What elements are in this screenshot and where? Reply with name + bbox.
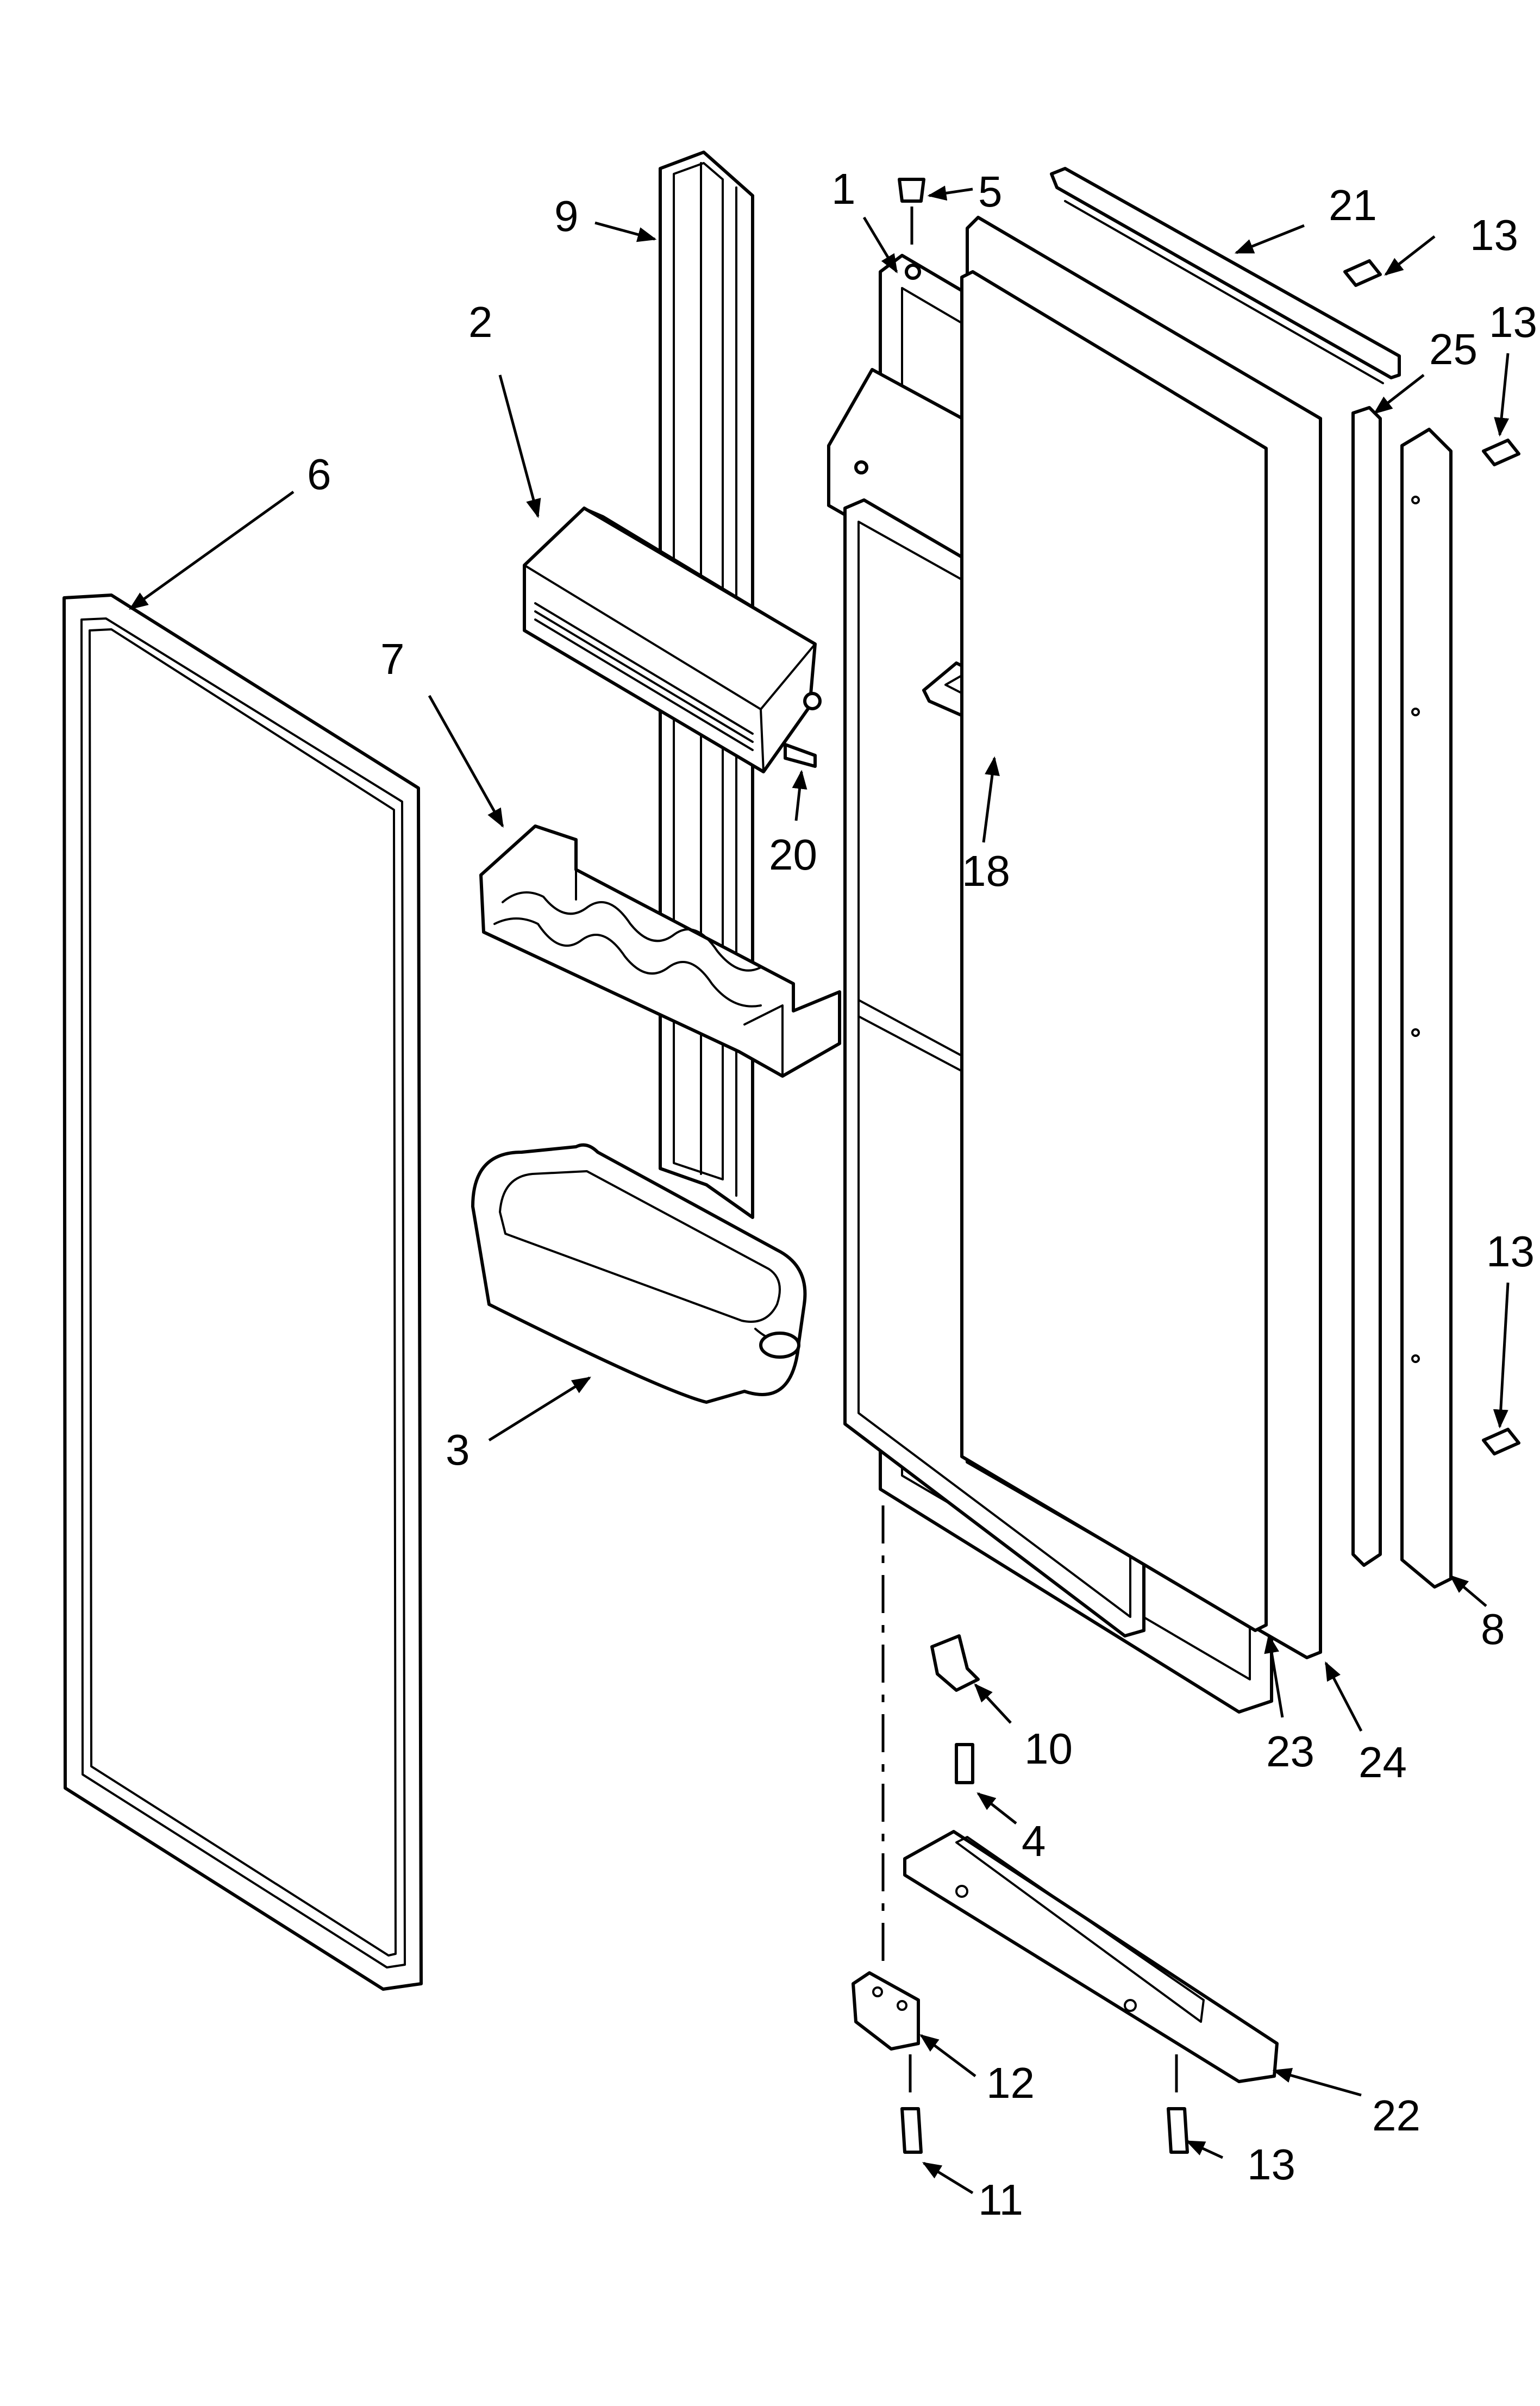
door-gasket-part: [62, 593, 423, 1991]
callout-25: 25: [1429, 325, 1478, 373]
side-trim-part: [1400, 428, 1453, 1589]
dairy-bin-part: [523, 507, 822, 773]
callout-21: 21: [1329, 181, 1377, 229]
screw-5: [898, 178, 925, 255]
bottom-bracket-part: [903, 1830, 1279, 2083]
callout-20: 20: [769, 830, 817, 879]
callout-7: 7: [380, 635, 405, 683]
callout-13a: 13: [1470, 211, 1518, 259]
callout-6: 6: [307, 450, 331, 498]
callout-10: 10: [1024, 1724, 1073, 1773]
can-shelf-part: [479, 824, 841, 1078]
screw-11: [900, 2107, 923, 2154]
screw-13b: [1482, 439, 1520, 466]
callout-18: 18: [962, 847, 1010, 895]
callout-2: 2: [468, 298, 493, 346]
callout-12: 12: [986, 2059, 1035, 2107]
callout-24: 24: [1359, 1738, 1407, 1786]
lower-bin-part: [471, 1143, 807, 1404]
strip-part: [1351, 406, 1382, 1567]
callout-13d: 13: [1247, 2140, 1295, 2189]
hinge-pin-part: [930, 1634, 980, 1692]
callout-5: 5: [978, 167, 1003, 216]
callout-13c: 13: [1486, 1227, 1535, 1276]
callout-23: 23: [1266, 1727, 1314, 1776]
screw-13a: [1343, 259, 1382, 287]
pin-part: [784, 743, 817, 768]
callout-9: 9: [554, 192, 579, 240]
callout-11: 11: [978, 2176, 1023, 2224]
callout-8: 8: [1481, 1605, 1505, 1653]
callout-22: 22: [1372, 2091, 1420, 2140]
screw-13d: [1167, 2107, 1189, 2154]
callout-13b: 13: [1489, 298, 1537, 346]
callout-4: 4: [1022, 1817, 1046, 1865]
top-trim-part: [1050, 167, 1401, 384]
screw-13c: [1482, 1428, 1520, 1455]
callout-1: 1: [831, 165, 856, 213]
hinge-plate-part: [852, 1971, 920, 2051]
leader-lines: [129, 185, 1510, 2195]
door-panel-part: [960, 216, 1322, 1659]
callout-3: 3: [446, 1426, 470, 1474]
screw-4: [955, 1743, 974, 1784]
